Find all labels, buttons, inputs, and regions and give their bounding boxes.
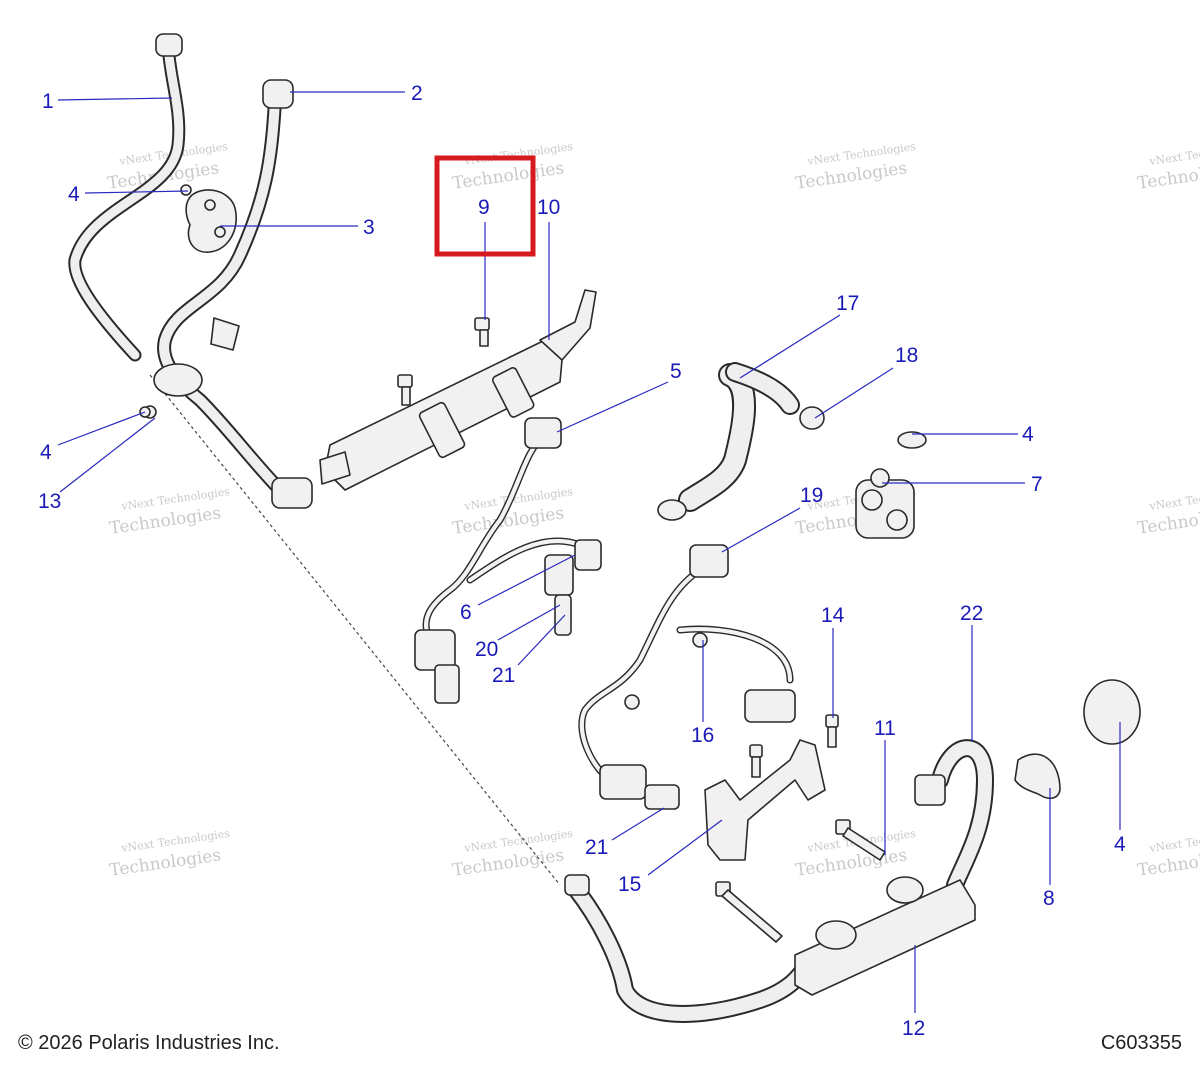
watermark: vNext Technologies Technologies [1136,827,1200,881]
callout-3[interactable]: 3 [363,216,375,239]
callout-17[interactable]: 17 [836,292,859,315]
callout-6[interactable]: 6 [460,601,472,624]
part-harness-19 [578,544,796,810]
part-bolt-lower [715,881,783,943]
routing-dashed-line [149,374,561,886]
part-clip-7 [855,468,915,539]
part-fuel-line-2 [153,79,313,509]
callout-20[interactable]: 20 [475,638,498,661]
watermark: vNext Technologies Technologies [108,827,231,881]
copyright-notice: © 2026 Polaris Industries Inc. [18,1032,280,1054]
callout-4[interactable]: 4 [40,441,52,464]
callout-1[interactable]: 1 [42,90,54,113]
part-injector-left [434,664,460,704]
part-bolt-9 [474,317,490,347]
watermark: vNext Technologies Technologies [1136,140,1200,194]
leader-lines [57,91,1121,1013]
callout-2[interactable]: 2 [411,82,423,105]
part-harness-5 [414,417,562,671]
part-bolt-11 [835,819,886,861]
callout-16[interactable]: 16 [691,724,714,747]
callout-4[interactable]: 4 [1022,423,1034,446]
part-hose-17 [657,362,800,521]
callout-13[interactable]: 13 [38,490,61,513]
part-injector-20 [544,554,574,636]
part-tie-4 [897,431,927,449]
part-clamp-4-top [180,184,192,196]
part-bolt-15b [749,744,763,778]
part-harness-6 [466,537,602,584]
callout-22[interactable]: 22 [960,602,983,625]
watermark: vNext Technologies Technologies [1136,485,1200,539]
part-bolt-unlabeled [397,374,413,406]
part-cable-tie-4 [1083,679,1141,745]
svg-text:vNext Technologies: vNext Technologies [1148,140,1200,168]
callout-7[interactable]: 7 [1031,473,1043,496]
callout-19[interactable]: 19 [800,484,823,507]
callout-14[interactable]: 14 [821,604,845,627]
watermark: vNext Technologies Technologies [451,827,574,881]
watermark: vNext Technologies Technologies [794,140,917,194]
watermark: vNext Technologies Technologies [451,140,574,194]
callout-5[interactable]: 5 [670,360,682,383]
part-clamp-18 [799,406,825,430]
callout-21[interactable]: 21 [585,836,608,859]
part-fuel-rail-10 [319,289,597,491]
callout-18[interactable]: 18 [895,344,918,367]
callout-15[interactable]: 15 [618,873,641,896]
part-fuel-line-1 [68,33,186,362]
svg-text:vNext Technologies: vNext Technologies [1148,827,1200,855]
svg-text:vNext Technologies: vNext Technologies [1148,485,1200,513]
callout-4[interactable]: 4 [68,183,80,206]
callout-11[interactable]: 11 [874,717,896,740]
part-bolt-14 [825,714,839,748]
part-fuel-rail-12 [564,874,976,1023]
diagram-code: C603355 [1100,1032,1182,1054]
part-grommet-3 [185,189,237,253]
part-connector-16 [692,632,708,648]
callout-9[interactable]: 9 [478,196,490,219]
callout-12[interactable]: 12 [902,1017,925,1040]
watermark: vNext Technologies Technologies [108,485,231,539]
highlight-box [434,155,536,257]
callout-8[interactable]: 8 [1043,887,1055,910]
callout-10[interactable]: 10 [537,196,560,219]
callouts: 1 2 3 4 9 10 17 18 5 4 7 4 13 19 6 20 21… [38,82,1126,1040]
part-hose-22 [914,739,994,894]
part-bracket-15 [704,739,826,861]
callout-4[interactable]: 4 [1114,833,1126,856]
callout-21[interactable]: 21 [492,664,515,687]
part-clip-8 [1014,753,1061,800]
